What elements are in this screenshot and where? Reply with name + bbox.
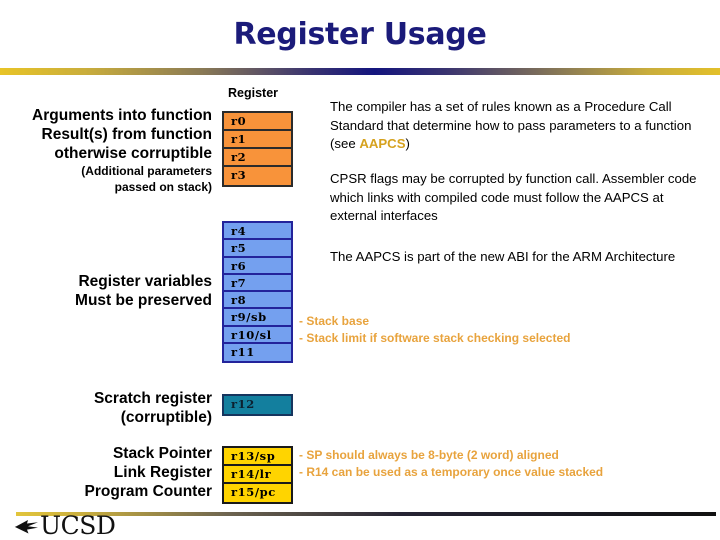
register-cell-r3: r3 [224, 167, 291, 185]
note-stack-limit: - Stack limit if software stack checking… [299, 331, 571, 345]
label-line: Must be preserved [75, 292, 212, 309]
register-cell-r0: r0 [224, 113, 291, 131]
paragraph-text: The compiler has a set of rules known as… [330, 99, 692, 151]
ucsd-wordmark: UCSD [40, 511, 116, 540]
label-line: Register variables [78, 273, 212, 290]
register-cell-r5: r5 [224, 240, 291, 258]
register-cell-r8: r8 [224, 292, 291, 310]
label-line: Result(s) from function [41, 126, 213, 143]
register-group-arguments: r0 r1 r2 r3 [222, 111, 293, 187]
aapcs-accent-text: AAPCS [359, 136, 406, 151]
register-cell-r13-sp: r13/sp [224, 448, 291, 466]
ucsd-trident-icon [14, 520, 38, 534]
register-group-preserved: r4 r5 r6 r7 r8 r9/sb r10/sl r11 [222, 221, 293, 364]
register-group-pointers: r13/sp r14/lr r15/pc [222, 446, 293, 504]
label-pointer-registers: Stack Pointer Link Register Program Coun… [85, 444, 212, 501]
label-line: Stack Pointer [112, 445, 212, 462]
register-cell-r7: r7 [224, 274, 291, 293]
label-argument-registers: Arguments into function Result(s) from f… [32, 106, 212, 195]
register-cell-r14-lr: r14/lr [224, 466, 291, 484]
label-register-variables: Register variables Must be preserved [75, 272, 212, 310]
register-cell-r2: r2 [224, 149, 291, 167]
title-divider [0, 68, 720, 75]
paragraph-cpsr-flags: CPSR flags may be corrupted by function … [330, 171, 697, 223]
paragraph-compiler-rules: The compiler has a set of rules known as… [330, 98, 710, 154]
register-column-heading: Register [228, 86, 279, 100]
paragraph-text: ) [405, 136, 410, 151]
note-sp-alignment: - SP should always be 8-byte (2 word) al… [299, 448, 559, 462]
register-cell-r15-pc: r15/pc [224, 484, 291, 502]
register-cell-r9-sb: r9/sb [224, 309, 291, 327]
register-group-scratch: r12 [222, 394, 293, 416]
register-cell-r12: r12 [224, 396, 291, 414]
label-line: (corruptible) [120, 409, 212, 426]
note-stack-base: - Stack base [299, 314, 370, 328]
paragraph-aapcs-abi: The AAPCS is part of the new ABI for the… [330, 249, 676, 264]
label-line: otherwise corruptible [54, 145, 212, 162]
footer-divider [16, 512, 716, 516]
register-cell-r1: r1 [224, 131, 291, 149]
register-cell-r6: r6 [224, 257, 291, 275]
register-cell-r10-sl: r10/sl [224, 326, 291, 345]
page-title: Register Usage [233, 17, 487, 52]
register-cell-r11: r11 [224, 344, 291, 362]
register-cell-r4: r4 [224, 223, 291, 241]
label-line: (Additional parameters [81, 164, 212, 178]
note-r14-temporary: - R14 can be used as a temporary once va… [299, 465, 604, 479]
label-scratch-register: Scratch register (corruptible) [94, 389, 212, 427]
label-line: Link Register [113, 464, 212, 481]
label-line: passed on stack) [114, 180, 212, 194]
label-line: Arguments into function [32, 107, 212, 124]
label-line: Scratch register [93, 390, 212, 407]
label-line: Program Counter [84, 483, 212, 500]
